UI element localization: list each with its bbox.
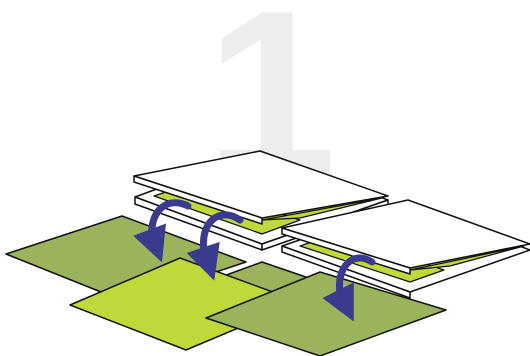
step-diagram: 1 <box>0 0 530 356</box>
diagram-canvas <box>0 0 530 356</box>
